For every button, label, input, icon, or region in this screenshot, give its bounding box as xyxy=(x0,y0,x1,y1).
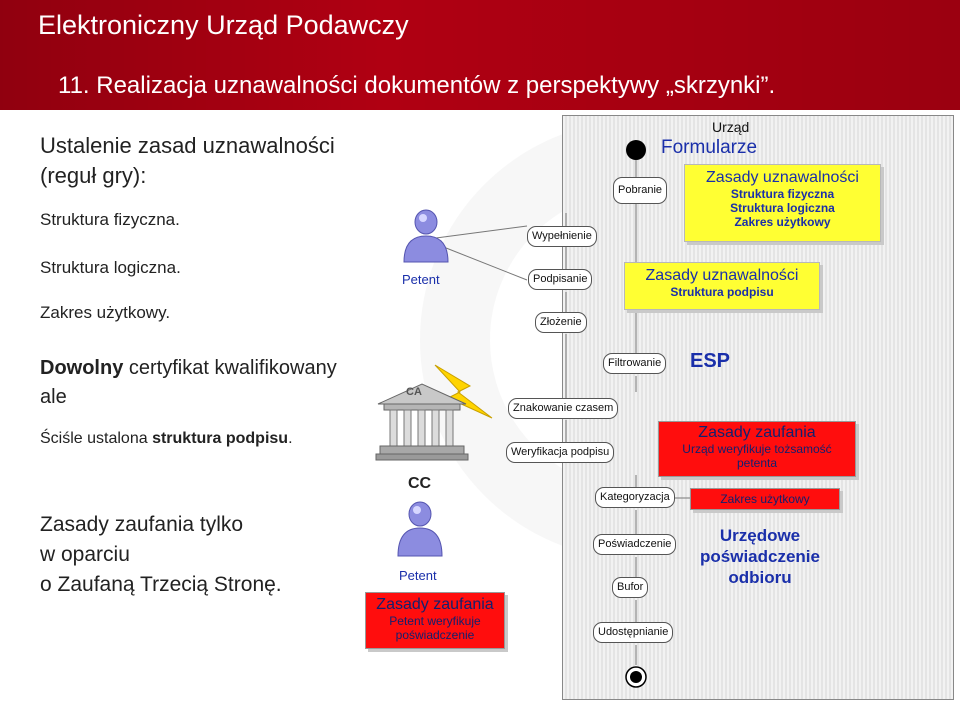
left-rules-heading-2: (reguł gry): xyxy=(40,163,147,188)
activity-wypelnienie: Wypełnienie xyxy=(527,226,597,247)
urzad-trust-line-1: Urząd weryfikuje tożsamość xyxy=(682,442,832,456)
strict-suffix: . xyxy=(288,430,293,447)
zakres-box: Zakres użytkowy xyxy=(690,488,840,510)
petent-top-label: Petent xyxy=(402,272,440,287)
left-trust-2: w oparciu xyxy=(40,543,130,566)
rules-box-signature: Zasady uznawalności Struktura podpisu xyxy=(624,262,820,310)
edge-petent-wypelnienie xyxy=(435,225,528,239)
rules-box-structure: Zasady uznawalności Struktura fizyczna S… xyxy=(684,164,881,242)
esp-label: ESP xyxy=(690,350,731,372)
activity-bufor: Bufor xyxy=(612,577,649,598)
ca-label: CA xyxy=(406,386,422,398)
rules-box-item-physical: Struktura fizyczna xyxy=(730,187,835,201)
activity-pobranie: Pobranie xyxy=(613,177,668,204)
activity-kategoryzacja: Kategoryzacja xyxy=(595,487,675,508)
edge-petent-podpisanie xyxy=(435,243,528,281)
activity-udostepnianie: Udostępnianie xyxy=(593,622,674,643)
left-trust-3: o Zaufaną Trzecią Stronę. xyxy=(40,573,282,596)
header-bar xyxy=(0,0,960,110)
petent-trust-title: Zasady zaufania xyxy=(376,596,494,613)
upo-line-3: odbioru xyxy=(728,568,792,587)
left-item-usage: Zakres użytkowy. xyxy=(40,303,171,322)
petent-bottom-icon xyxy=(397,501,443,557)
activity-zlozenie: Złożenie xyxy=(535,312,587,333)
petent-trust-line-2: poświadczenie xyxy=(395,628,475,642)
urzad-trust-box: Zasady zaufania Urząd weryfikuje tożsamo… xyxy=(658,421,856,477)
upo-label: Urzędowe poświadczenie odbioru xyxy=(690,525,830,588)
rules-box-signature-item: Struktura podpisu xyxy=(670,285,774,299)
end-node-core xyxy=(630,671,642,683)
formularze-label: Formularze xyxy=(661,137,758,158)
certification-authority-building-icon xyxy=(375,383,469,461)
start-node xyxy=(626,140,646,160)
petent-trust-box: Zasady zaufania Petent weryfikuje poświa… xyxy=(365,592,505,649)
rules-box-item-logical: Struktura logiczna xyxy=(730,201,835,215)
left-strict-line: Ściśle ustalona struktura podpisu. xyxy=(40,430,293,448)
activity-weryfikacja: Weryfikacja podpisu xyxy=(506,442,615,463)
activity-znakowanie: Znakowanie czasem xyxy=(508,398,619,419)
slide-subtitle: 11. Realizacja uznawalności dokumentów z… xyxy=(58,72,776,99)
cert-rest: certyfikat kwalifikowany xyxy=(123,357,337,379)
urzad-trust-line-2: petenta xyxy=(736,456,778,470)
activity-poswiadczenie: Poświadczenie xyxy=(593,534,677,555)
left-item-logical: Struktura logiczna. xyxy=(40,258,181,277)
petent-top-icon xyxy=(403,209,449,263)
left-item-physical: Struktura fizyczna. xyxy=(40,210,180,229)
urzad-label: Urząd xyxy=(712,119,750,135)
cc-label: CC xyxy=(408,475,432,492)
urzad-trust-title: Zasady zaufania xyxy=(698,424,816,441)
activity-filtrowanie: Filtrowanie xyxy=(603,353,667,374)
rules-box-signature-title: Zasady uznawalności xyxy=(645,267,799,284)
strict-bold: struktura podpisu xyxy=(152,430,289,447)
upo-line-2: poświadczenie xyxy=(700,547,820,566)
petent-bottom-label: Petent xyxy=(399,568,437,583)
rules-box-item-usage: Zakres użytkowy xyxy=(734,215,831,229)
left-trust-1: Zasady zaufania tylko xyxy=(40,513,244,536)
left-rules-heading-1: Ustalenie zasad uznawalności xyxy=(40,133,335,158)
upo-line-1: Urzędowe xyxy=(719,526,801,545)
petent-trust-line-1: Petent weryfikuje xyxy=(389,614,481,628)
activity-podpisanie: Podpisanie xyxy=(528,269,593,290)
header-shade xyxy=(0,0,960,110)
zakres-box-label: Zakres użytkowy xyxy=(720,492,810,506)
slide-title: Elektroniczny Urząd Podawczy xyxy=(38,10,409,40)
cert-bold: Dowolny xyxy=(40,357,124,379)
strict-prefix: Ściśle ustalona xyxy=(40,430,153,447)
lightning-icon xyxy=(434,364,493,419)
left-ale: ale xyxy=(40,386,67,408)
rules-box-structure-title: Zasady uznawalności xyxy=(706,169,859,186)
left-certificate-line: Dowolny certyfikat kwalifikowany xyxy=(40,357,337,380)
